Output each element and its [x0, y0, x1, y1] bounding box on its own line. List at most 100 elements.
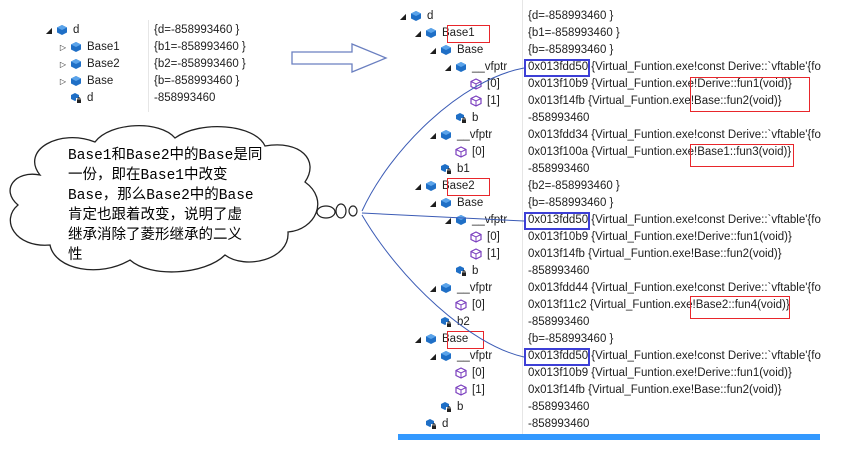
- object-icon: [440, 197, 452, 209]
- callout-line: 一份，即在Base1中改变: [68, 168, 228, 184]
- row-value: -858993460: [528, 401, 590, 413]
- small-watch-row[interactable]: ▷ Base {b=-858993460 }: [28, 73, 284, 90]
- virtual-function-icon: [455, 367, 467, 379]
- expand-closed-icon[interactable]: ▷: [59, 77, 67, 86]
- large-watch-row[interactable]: ◢ d {d=-858993460 }: [398, 8, 820, 25]
- large-watch-row[interactable]: b-858993460: [398, 399, 820, 416]
- large-watch-row[interactable]: ◢Base{b=-858993460 }: [398, 42, 820, 59]
- row-value: -858993460: [528, 418, 590, 430]
- object-icon: [440, 44, 452, 56]
- expand-open-icon[interactable]: ◢: [429, 199, 437, 208]
- field-icon: [440, 401, 452, 413]
- row-value: -858993460: [154, 92, 216, 104]
- large-watch-row[interactable]: ◢Base1{b1=-858993460 }: [398, 25, 820, 42]
- expand-open-icon[interactable]: ◢: [414, 335, 422, 344]
- row-value: {b=-858993460 }: [528, 197, 614, 209]
- highlight-fun4: [690, 296, 790, 319]
- expand-open-icon[interactable]: ◢: [45, 26, 53, 35]
- callout-line: 继承消除了菱形继承的二义: [68, 228, 242, 244]
- row-name: Base: [87, 75, 114, 87]
- large-watch-row[interactable]: b-858993460: [398, 110, 820, 127]
- field-icon: [440, 163, 452, 175]
- large-watch-row[interactable]: ◢Base{b=-858993460 }: [398, 331, 820, 348]
- row-name: __vfptr: [472, 61, 508, 73]
- highlight-base2: [447, 178, 490, 196]
- row-value: {b=-858993460 }: [528, 333, 614, 345]
- row-value: {b1=-858993460 }: [528, 27, 620, 39]
- callout-line: 性: [68, 248, 83, 264]
- row-value: 0x013f10b9 {Virtual_Funtion.exe!Derive::…: [528, 231, 792, 243]
- large-watch-row[interactable]: ◢ __vfptr 0x013fdd34 {Virtual_Funtion.exe!…: [398, 127, 821, 144]
- row-name: d: [73, 24, 80, 36]
- large-watch-row[interactable]: [1]0x013f14fb {Virtual_Funtion.exe!Base:…: [398, 246, 820, 263]
- expand-open-icon[interactable]: ◢: [429, 284, 437, 293]
- row-name: __vfptr: [472, 214, 508, 226]
- row-value: -858993460: [528, 163, 590, 175]
- row-name: [0]: [487, 231, 500, 243]
- large-watch-row[interactable]: b1-858993460: [398, 161, 820, 178]
- small-watch-row[interactable]: d -858993460: [28, 90, 284, 107]
- row-name: __vfptr: [457, 350, 493, 362]
- row-value: {b=-858993460 }: [154, 75, 240, 87]
- highlight-fun3: [690, 144, 794, 167]
- row-value: 0x013f14fb {Virtual_Funtion.exe!Base::fu…: [528, 248, 782, 260]
- large-watch-row[interactable]: ◢Base2{b2=-858993460 }: [398, 178, 820, 195]
- field-icon: [440, 316, 452, 328]
- large-watch-row[interactable]: [1]0x013f14fb {Virtual_Funtion.exe!Base:…: [398, 93, 820, 110]
- row-name: d: [427, 10, 434, 22]
- large-watch-row[interactable]: [0]0x013f10b9 {Virtual_Funtion.exe!Deriv…: [398, 76, 820, 93]
- large-watch-row[interactable]: [0]0x013f10b9 {Virtual_Funtion.exe!Deriv…: [398, 365, 820, 382]
- row-value: 0x013f11c2 {Virtual_Funtion.exe!Base2::f…: [528, 299, 790, 311]
- virtual-function-icon: [455, 384, 467, 396]
- row-value: 0x013fdd44 {Virtual_Funtion.exe!const De…: [528, 282, 821, 294]
- expand-closed-icon[interactable]: ▷: [59, 60, 67, 69]
- expand-open-icon[interactable]: ◢: [444, 216, 452, 225]
- small-watch-row[interactable]: ◢d{d=-858993460 }: [28, 22, 284, 39]
- small-watch-row[interactable]: ▷Base2{b2=-858993460 }: [28, 56, 284, 73]
- large-watch-row[interactable]: d -858993460: [398, 416, 820, 433]
- large-watch-row[interactable]: ◢ Base {b=-858993460 }: [398, 195, 820, 212]
- watch-panel-large: ◢d{d=-858993460 }◢Base1{b1=-858993460 }◢…: [398, 0, 821, 440]
- row-value: -858993460: [528, 112, 590, 124]
- row-value: 0x013fdd34 {Virtual_Funtion.exe!const De…: [528, 129, 821, 141]
- expand-open-icon[interactable]: ◢: [414, 182, 422, 191]
- field-icon: [455, 265, 467, 277]
- row-name: d: [87, 92, 94, 104]
- row-name: [0]: [472, 367, 485, 379]
- row-name: [1]: [472, 384, 485, 396]
- expand-closed-icon[interactable]: ▷: [59, 43, 67, 52]
- large-watch-row[interactable]: b2-858993460: [398, 314, 820, 331]
- row-value: {d=-858993460 }: [528, 10, 614, 22]
- large-watch-row[interactable]: [0]0x013f100a {Virtual_Funtion.exe!Base1…: [398, 144, 820, 161]
- row-name: b: [472, 265, 479, 277]
- watch-panel-small: ◢d{d=-858993460 }▷Base1{b1=-858993460 }▷…: [28, 20, 284, 112]
- row-name: __vfptr: [457, 129, 493, 141]
- large-watch-row[interactable]: b-858993460: [398, 263, 820, 280]
- row-value: 0x013f100a {Virtual_Funtion.exe!Base1::f…: [528, 146, 792, 158]
- object-icon: [455, 61, 467, 73]
- object-icon: [440, 350, 452, 362]
- expand-open-icon[interactable]: ◢: [429, 131, 437, 140]
- virtual-function-icon: [470, 95, 482, 107]
- large-watch-row[interactable]: [1]0x013f14fb {Virtual_Funtion.exe!Base:…: [398, 382, 820, 399]
- callout-bubble: [9, 125, 358, 273]
- row-name: d: [442, 418, 449, 430]
- large-watch-row[interactable]: [0]0x013f11c2 {Virtual_Funtion.exe!Base2…: [398, 297, 820, 314]
- row-name: [0]: [487, 78, 500, 90]
- object-icon: [56, 24, 68, 36]
- large-watch-row[interactable]: [0] 0x013f10b9 {Virtual_Funtion.exe!Deriv…: [398, 229, 820, 246]
- expand-open-icon[interactable]: ◢: [444, 63, 452, 72]
- expand-open-icon[interactable]: ◢: [429, 46, 437, 55]
- column-separator[interactable]: [148, 20, 149, 112]
- row-value: -858993460: [528, 316, 590, 328]
- small-watch-row[interactable]: ▷Base1{b1=-858993460 }: [28, 39, 284, 56]
- column-separator[interactable]: [522, 0, 523, 440]
- expand-open-icon[interactable]: ◢: [429, 352, 437, 361]
- expand-open-icon[interactable]: ◢: [399, 12, 407, 21]
- row-name: Base: [457, 197, 484, 209]
- expand-open-icon[interactable]: ◢: [414, 29, 422, 38]
